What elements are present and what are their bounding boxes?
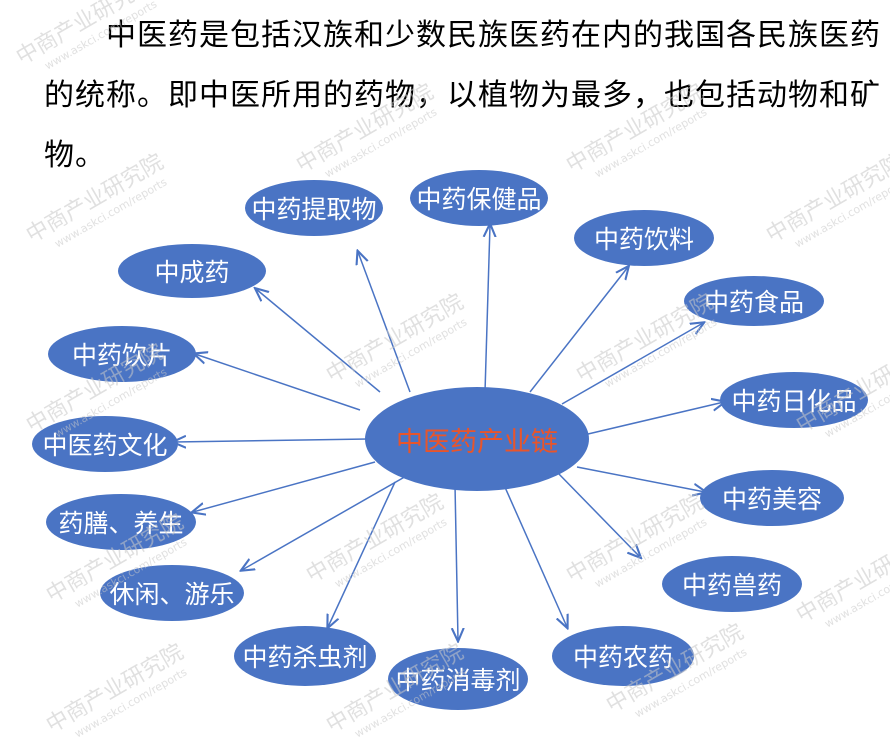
node-extract: 中药提取物	[245, 180, 383, 236]
node-vet: 中药兽药	[662, 556, 802, 612]
arrow-extract	[358, 252, 411, 393]
arrow-patent	[256, 289, 381, 393]
arrow-disinfect	[455, 484, 458, 640]
arrow-pesticide	[328, 481, 396, 627]
diagram-arrows	[0, 0, 890, 722]
arrow-slice	[195, 354, 361, 411]
node-leisure: 休闲、游乐	[100, 565, 244, 621]
node-disinfect: 中药消毒剂	[388, 648, 528, 710]
node-diet: 药膳、养生	[46, 494, 196, 550]
arrow-food	[561, 323, 703, 405]
arrow-vet	[556, 471, 640, 557]
node-patent: 中成药	[118, 244, 266, 298]
arrow-leisure	[242, 474, 409, 570]
node-food: 中药食品	[684, 276, 824, 326]
node-slice: 中药饮片	[48, 326, 196, 382]
node-health: 中药保健品	[410, 170, 548, 226]
arrow-beauty	[576, 466, 705, 492]
center-node-label: 中医药产业链	[396, 426, 558, 458]
arrow-diet	[193, 461, 376, 512]
arrow-health	[485, 225, 490, 393]
arrow-drink	[529, 267, 628, 393]
intro-paragraph: 中医药是包括汉族和少数民族医药在内的我国各民族医药的统称。即中医所用的药物，以植…	[44, 6, 890, 186]
node-drink: 中药饮料	[574, 210, 714, 266]
center-node: 中医药产业链	[365, 387, 589, 491]
intro-text: 中医药是包括汉族和少数民族医药在内的我国各民族医药的统称。即中医所用的药物，以植…	[44, 18, 881, 173]
node-beauty: 中药美容	[700, 470, 844, 526]
arrow-daily	[587, 402, 724, 435]
arrow-farm	[503, 484, 567, 627]
node-culture: 中医药文化	[32, 416, 178, 472]
node-daily: 中药日化品	[720, 372, 868, 428]
arrow-culture	[174, 439, 369, 442]
node-farm: 中药农药	[552, 626, 694, 686]
node-pesticide: 中药杀虫剂	[234, 626, 376, 686]
